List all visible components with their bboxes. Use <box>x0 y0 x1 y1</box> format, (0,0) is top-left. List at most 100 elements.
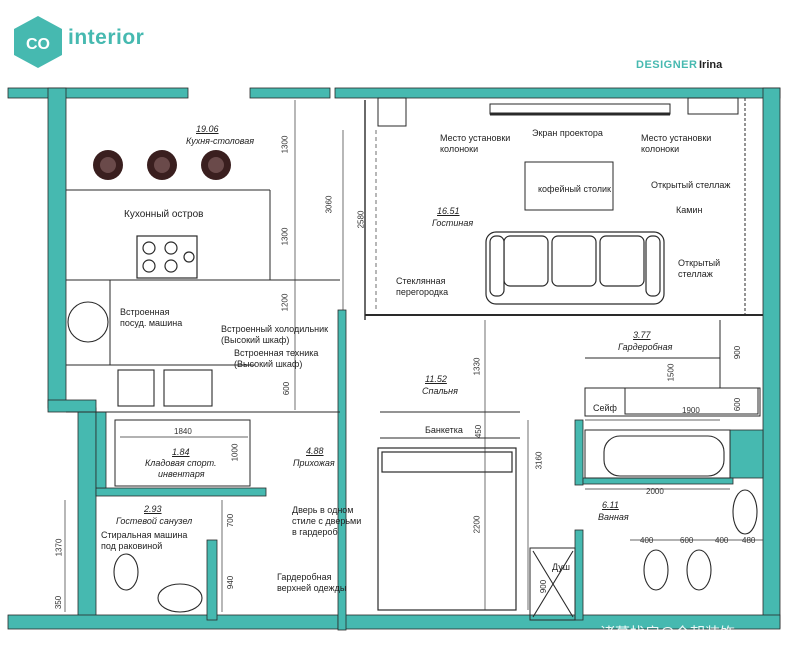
coat-closet-label-2: верхней одежды <box>277 583 347 593</box>
guest-wall-h <box>95 487 267 497</box>
bottom-wall-left <box>7 614 339 630</box>
speaker-left-label-1: Место установки <box>440 133 511 143</box>
dim-400b: 400 <box>715 536 729 545</box>
dim-3160: 3160 <box>534 451 544 470</box>
dim-1900: 1900 <box>682 406 700 415</box>
dim-1370: 1370 <box>54 538 64 557</box>
island-label: Кухонный остров <box>124 209 204 220</box>
dim-480: 480 <box>742 536 756 545</box>
cooktop <box>136 235 198 279</box>
dim-350: 350 <box>54 595 64 610</box>
right-inner-wall <box>729 429 764 479</box>
hallway-name: Прихожая <box>293 458 335 468</box>
bedroom-area: 11.52 <box>425 374 447 384</box>
coat-closet-label-1: Гардеробная <box>277 572 332 582</box>
speaker-right-label-1: Место установки <box>641 133 712 143</box>
brand-logo: CO <box>10 14 66 75</box>
left-wall-upper <box>47 87 67 409</box>
dim-1200: 1200 <box>280 293 290 312</box>
dim-600a: 600 <box>282 381 292 396</box>
dim-600c: 600 <box>680 536 694 545</box>
storage-name-1: Кладовая спорт. <box>145 458 217 468</box>
speaker-right-label-2: колоноки <box>641 144 680 154</box>
dim-900a: 900 <box>733 345 743 360</box>
dishwasher-label-1: Встроенная <box>120 307 170 317</box>
dim-1840: 1840 <box>174 427 192 436</box>
kitchen-area: 19.06 <box>196 124 219 134</box>
closet-wall <box>206 539 218 621</box>
bed <box>377 447 517 611</box>
sofa <box>485 231 665 305</box>
dim-1300b: 1300 <box>280 227 290 246</box>
top-wall-left <box>7 87 189 99</box>
dim-400a: 400 <box>640 536 654 545</box>
dim-940: 940 <box>226 575 236 590</box>
glass-partition-label-1: Стеклянная <box>396 276 446 286</box>
watermark: 诸葛找房@今朝装饰 <box>600 624 736 642</box>
appliances-label-1: Встроенная техника <box>234 348 319 358</box>
fridge-label-1: Встроенный холодильник <box>221 324 329 334</box>
dim-1300a: 1300 <box>280 135 290 154</box>
dim-900b: 900 <box>539 579 549 594</box>
pendant-lamps <box>93 150 231 180</box>
designer-label: DESIGNER <box>636 59 698 71</box>
top-wall-right <box>334 87 781 99</box>
brand-name: interior <box>68 26 145 49</box>
designer-name: Irina <box>699 59 723 71</box>
fireplace-label: Камин <box>676 205 703 215</box>
guest-wc-name: Гостевой санузел <box>116 516 193 526</box>
storage-wall-v <box>95 411 107 489</box>
bench-label: Банкетка <box>425 425 463 435</box>
partitions <box>66 97 763 621</box>
hallway-area: 4.88 <box>306 446 324 456</box>
left-wall-lower <box>77 407 97 619</box>
dim-1500: 1500 <box>666 363 676 382</box>
dim-450: 450 <box>474 424 484 439</box>
guest-wc-area: 2.93 <box>144 504 162 514</box>
dimension-lines <box>64 100 763 612</box>
wardrobe-name: Гардеробная <box>618 342 673 352</box>
bathroom-name: Ванная <box>598 512 629 522</box>
kitchen-name: Кухня-столовая <box>186 136 255 146</box>
living-name: Гостиная <box>432 218 474 228</box>
wardrobe-area: 3.77 <box>633 330 651 340</box>
dim-600b: 600 <box>733 397 743 412</box>
dim-1000: 1000 <box>230 443 240 462</box>
storage-area: 1.84 <box>172 447 190 457</box>
speaker-left-label-2: колоноки <box>440 144 479 154</box>
fridge-label-2: (Высокий шкаф) <box>221 335 290 345</box>
left-wall-step <box>47 399 97 413</box>
dim-700: 700 <box>226 513 236 528</box>
dim-3060: 3060 <box>324 195 334 214</box>
bathroom-area: 6.11 <box>602 500 619 510</box>
dim-2200: 2200 <box>472 515 482 534</box>
living-area: 16.51 <box>437 206 460 216</box>
open-shelf-label-1: Открытый стеллаж <box>651 180 731 190</box>
kitchen-fixtures <box>67 301 213 407</box>
top-wall-mid <box>249 87 331 99</box>
bath-wall <box>574 419 584 486</box>
dim-1330: 1330 <box>472 357 482 376</box>
washer-label-1: Стиральная машина <box>101 530 188 540</box>
svg-text:CO: CO <box>26 36 50 53</box>
open-shelf-label-2a: Открытый <box>678 258 721 268</box>
dishwasher-label-2: посуд. машина <box>120 318 183 328</box>
bath-h-wall <box>582 477 734 485</box>
bedroom-name: Спальня <box>422 386 458 396</box>
projector-label: Экран проектора <box>532 128 603 138</box>
safe-label: Сейф <box>593 403 617 413</box>
washer-label-2: под раковиной <box>101 541 163 551</box>
shower-label: Душ <box>552 562 571 572</box>
door-label-1: Дверь в одном <box>292 505 354 515</box>
right-wall <box>762 87 781 629</box>
bath-lower-wall <box>574 529 584 621</box>
appliances-label-2: (Высокий шкаф) <box>234 359 303 369</box>
glass-partition-label-2: перегородка <box>396 287 449 297</box>
mid-wall-v <box>337 309 347 631</box>
door-label-3: в гардероб <box>292 527 338 537</box>
bath-fixtures <box>113 435 758 618</box>
dim-2580: 2580 <box>356 210 366 229</box>
hexagon-logo-icon: CO <box>14 16 62 68</box>
storage-name-2: инвентаря <box>158 469 205 479</box>
